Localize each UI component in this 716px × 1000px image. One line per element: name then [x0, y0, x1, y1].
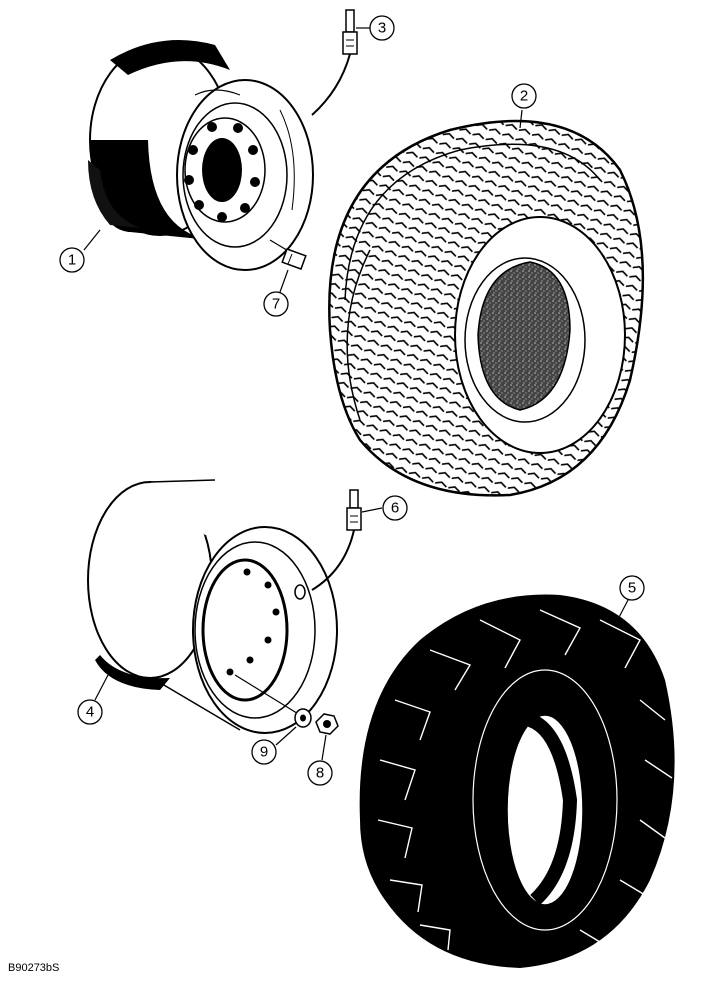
svg-text:3: 3 [378, 20, 386, 37]
callout-3: 3 [369, 15, 395, 41]
lower-rim [87, 479, 338, 734]
callout-6: 6 [382, 495, 408, 521]
valve-stem-lower [311, 489, 362, 591]
callout-5: 5 [619, 575, 645, 601]
svg-text:2: 2 [520, 88, 528, 105]
svg-text:4: 4 [86, 704, 94, 721]
svg-text:5: 5 [628, 580, 636, 597]
callout-2: 2 [511, 83, 537, 109]
washer [234, 674, 312, 728]
svg-text:8: 8 [316, 765, 324, 782]
figure-reference-code: B90273bS [8, 962, 60, 974]
svg-text:9: 9 [260, 744, 268, 761]
callout-7: 7 [263, 291, 289, 317]
leader-lines [83, 27, 629, 761]
callout-9: 9 [251, 739, 277, 765]
wheel-bolt [269, 239, 307, 270]
callout-4: 4 [77, 699, 103, 725]
valve-stem-upper [311, 9, 358, 116]
lower-tire [359, 594, 675, 968]
svg-text:7: 7 [272, 296, 280, 313]
callout-1: 1 [59, 247, 85, 273]
svg-text:1: 1 [68, 252, 76, 269]
svg-text:6: 6 [391, 500, 399, 517]
upper-rim [88, 40, 314, 271]
lug-nut [315, 713, 339, 735]
callout-8: 8 [307, 760, 333, 786]
upper-tire [328, 119, 645, 497]
